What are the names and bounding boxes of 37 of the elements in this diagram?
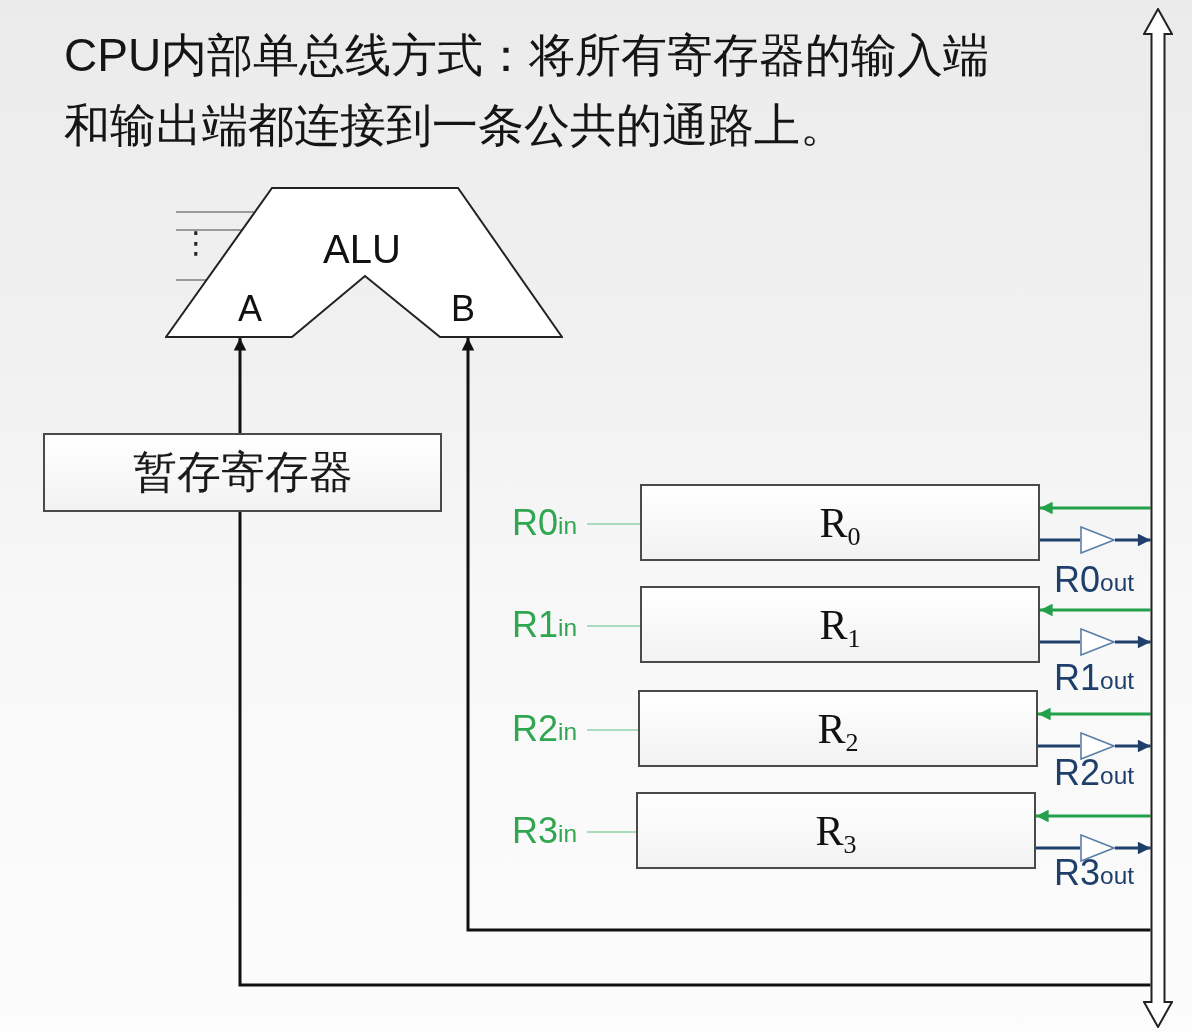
register-label: R$_{2}$ (817, 704, 859, 753)
connector-line (175, 229, 243, 231)
arrow (1115, 739, 1151, 753)
arrow (1115, 635, 1151, 649)
arrow (1040, 603, 1151, 617)
register-box (640, 586, 1040, 663)
ellipsis-mark: ⋮ (181, 228, 211, 258)
register-box (636, 792, 1036, 869)
port-label: A (238, 291, 262, 327)
leader-line (586, 729, 639, 731)
register-label: R$_{3}$ (815, 806, 857, 855)
port-label: B (451, 291, 475, 327)
register-box (638, 690, 1038, 767)
title-text: CPU内部单总线方式：将所有寄存器的输入端和输出端都连接到一条公共的通路上。 (64, 28, 991, 153)
arrow (1040, 501, 1151, 515)
register-label: R$_{1}$ (819, 600, 861, 649)
connector-line (1040, 640, 1080, 644)
arrow (1115, 533, 1151, 547)
arrow (1036, 809, 1151, 823)
leader-line (586, 625, 641, 627)
arrow (461, 338, 1151, 932)
arrow (233, 338, 247, 433)
register-box (640, 484, 1040, 561)
connector-line (238, 512, 1151, 987)
connector-line (175, 211, 256, 213)
leader-line (586, 523, 641, 525)
register-box (43, 433, 442, 512)
connector-line (1036, 846, 1080, 850)
connector-line (1038, 744, 1080, 748)
arrow (1115, 841, 1151, 855)
connector-line (175, 279, 208, 281)
unit-label: ALU (323, 229, 401, 269)
leader-line (586, 831, 637, 833)
register-label: R$_{0}$ (819, 498, 861, 547)
register-label: 暂存寄存器 (132, 446, 353, 498)
arrow (1038, 707, 1151, 721)
connector-line (1040, 538, 1080, 542)
